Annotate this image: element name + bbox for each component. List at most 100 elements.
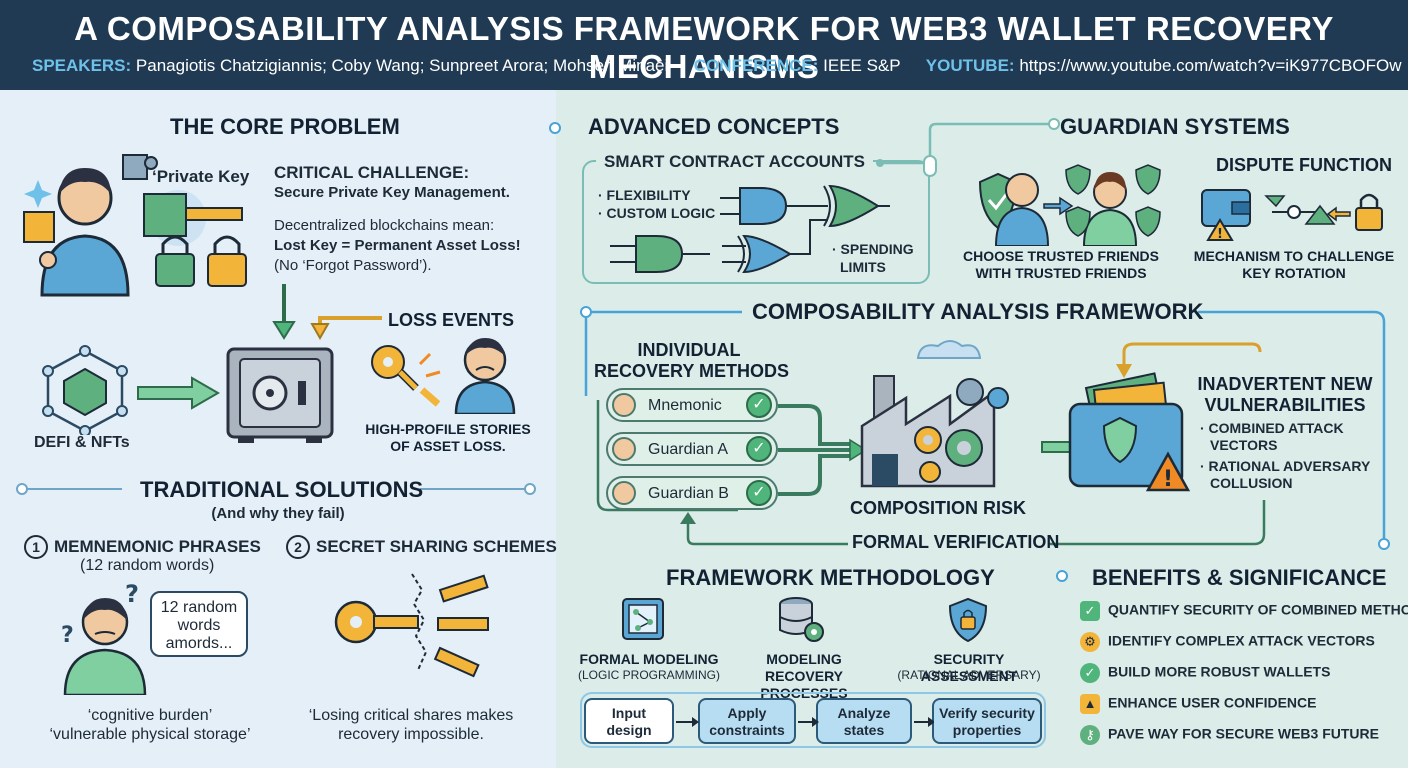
loss-events-label: LOSS EVENTS	[388, 310, 515, 330]
formal-verification: FORMAL VERIFICATION	[852, 532, 1060, 552]
traditional-heading: TRADITIONAL SOLUTIONS	[140, 477, 424, 502]
thumbs-up-icon: ▲	[1080, 694, 1100, 714]
benefit-row-3: ✓ BUILD MORE ROBUST WALLETS	[1080, 663, 1330, 683]
choose-line1: CHOOSE TRUSTED FRIENDS	[962, 248, 1159, 264]
avatar	[612, 481, 636, 505]
benefit-row-1: ✓ QUANTIFY SECURITY OF COMBINED METHODS	[1080, 601, 1408, 621]
vuln-bullet2a: · RATIONAL ADVERSARY	[1200, 458, 1371, 474]
svg-text:!: !	[1217, 227, 1223, 242]
step-line1: Input	[611, 705, 647, 721]
traditional-sub: (And why they fail)	[211, 505, 345, 522]
meta-line: SPEAKERS: Panagiotis Chatzigiannis; Coby…	[32, 56, 1402, 76]
page-title: A COMPOSABILITY ANALYSIS FRAMEWORK FOR W…	[74, 10, 1334, 85]
method-pill-guardian-a: Guardian A ✓	[606, 432, 778, 466]
item1-sub: (12 random words)	[80, 557, 215, 574]
col1-title: FORMAL MODELING	[579, 651, 719, 667]
vuln-line2: VULNERABILITIES	[1204, 395, 1366, 415]
merge-arrows	[778, 404, 868, 496]
vulnerability-bullets: · COMBINED ATTACK VECTORS · RATIONAL ADV…	[1200, 420, 1370, 492]
conference-label: CONFERENCE:	[693, 56, 819, 75]
method-pill-mnemonic: Mnemonic ✓	[606, 388, 778, 422]
desc-line2: Lost Key = Permanent Asset Loss!	[274, 237, 521, 254]
key-icon: ⚷	[1080, 725, 1100, 745]
step-verify-security: Verify security properties	[932, 698, 1042, 744]
challenge-sub: Secure Private Key Management.	[274, 184, 510, 201]
step-line2: properties	[952, 722, 1022, 738]
step-line1: Verify security	[939, 705, 1035, 721]
bullet-spending: · SPENDING	[832, 241, 914, 257]
steps-box	[580, 692, 1046, 748]
desc-line3: (No ‘Forgot Password’).	[274, 257, 432, 274]
avatar	[612, 393, 636, 417]
arrow-right-icon	[137, 376, 220, 410]
private-key-label: ‘Private Key	[152, 167, 250, 186]
divider-line	[16, 483, 536, 495]
vulnerabilities-title: INADVERTENT NEW VULNERABILITIES	[1180, 374, 1390, 416]
sca-bullets: · FLEXIBILITY · CUSTOM LOGIC	[598, 186, 715, 222]
spending-limits: · SPENDING LIMITS	[832, 240, 914, 276]
logic-gates-icon	[610, 184, 890, 274]
wallet-warning-icon: !	[1068, 342, 1262, 492]
framework-heading: COMPOSABILITY ANALYSIS FRAMEWORK	[752, 299, 1204, 324]
individual-methods-title: INDIVIDUAL RECOVERY METHODS	[594, 340, 789, 382]
key-locks-icon	[143, 190, 247, 287]
item1-title-text: MEMNEMONIC PHRASES	[54, 537, 261, 556]
bullet-limits: LIMITS	[840, 259, 886, 275]
vuln-line1: INADVERTENT NEW	[1197, 374, 1373, 394]
shield-check-icon: ✓	[1080, 601, 1100, 621]
security-shield-icon	[948, 597, 988, 643]
svg-text:!: !	[1163, 467, 1173, 492]
guardians-icon	[978, 164, 1161, 246]
step-line2: states	[843, 722, 885, 738]
item2-title-text: SECRET SHARING SCHEMES	[316, 537, 557, 556]
dispute-line2: KEY ROTATION	[1242, 265, 1346, 281]
benefit-label: BUILD MORE ROBUST WALLETS	[1108, 663, 1331, 680]
challenge-title: CRITICAL CHALLENGE:	[274, 163, 470, 182]
confused-person-icon: ? ?	[61, 580, 147, 695]
check-icon: ✓	[746, 436, 772, 462]
speakers: Panagiotis Chatzigiannis; Coby Wang; Sun…	[135, 56, 669, 75]
dispute-title: DISPUTE FUNCTION	[1216, 155, 1393, 175]
composition-risk: COMPOSITION RISK	[850, 498, 1027, 518]
blockchain-cube-icon	[42, 345, 128, 435]
item2-caption2: recovery impossible.	[338, 726, 484, 743]
youtube-label: YOUTUBE:	[925, 56, 1015, 75]
benefit-label: IDENTIFY COMPLEX ATTACK VECTORS	[1108, 632, 1375, 649]
step-line1: Analyze	[837, 705, 891, 721]
puzzle-piece-icon	[122, 154, 158, 180]
vuln-bullet2b: COLLUSION	[1210, 475, 1293, 491]
conference: IEEE S&P	[823, 56, 901, 75]
split-key-icon	[334, 573, 489, 678]
bubble-line3: amords...	[165, 635, 233, 652]
bubble-line2: words	[177, 617, 221, 634]
bullet-flexibility: · FLEXIBILITY	[598, 187, 691, 203]
method-label: Guardian A	[648, 441, 729, 458]
defi-label: DEFI & NFTs	[34, 434, 130, 451]
method-label: Guardian B	[648, 485, 729, 502]
method-label: Mnemonic	[648, 397, 722, 414]
benefit-label: QUANTIFY SECURITY OF COMBINED METHODS	[1108, 601, 1408, 618]
avatar	[612, 437, 636, 461]
youtube-link[interactable]: https://www.youtube.com/watch?v=iK977CBO…	[1019, 56, 1402, 75]
core-problem-heading: THE CORE PROBLEM	[170, 114, 400, 139]
step-line2: constraints	[709, 722, 785, 738]
node-dot	[549, 122, 561, 134]
step-apply-constraints: Apply constraints	[698, 698, 796, 744]
person-puzzle-icon	[23, 168, 130, 297]
step-line1: Apply	[727, 705, 767, 721]
stories-line2: OF ASSET LOSS.	[390, 438, 506, 454]
speech-bubble: 12 random words amords...	[150, 591, 248, 657]
item2-caption: ‘Losing critical shares makes recovery i…	[296, 706, 526, 744]
item1-caption: ‘cognitive burden’ ‘vulnerable physical …	[40, 706, 260, 744]
svg-text:?: ?	[125, 580, 139, 608]
benefit-row-4: ▲ENHANCE USER CONFIDENCE	[1080, 694, 1316, 714]
bubble-line1: 12 random	[160, 599, 238, 616]
dispute-icon: !	[1201, 189, 1383, 242]
choose-friends-caption: CHOOSE TRUSTED FRIENDS WITH TRUSTED FRIE…	[952, 248, 1170, 282]
framework-frame	[580, 306, 1390, 550]
check-icon: ✓	[1080, 663, 1100, 683]
individual-line1: INDIVIDUAL	[637, 340, 741, 360]
node-dot	[1056, 570, 1068, 582]
benefit-row-2: ⚙IDENTIFY COMPLEX ATTACK VECTORS	[1080, 632, 1375, 652]
guardian-heading: GUARDIAN SYSTEMS	[1060, 114, 1290, 139]
